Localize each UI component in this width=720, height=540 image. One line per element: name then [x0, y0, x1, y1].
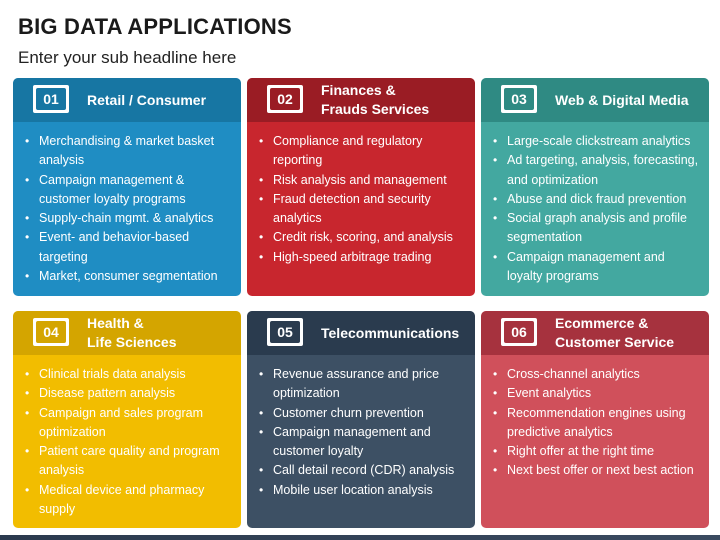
card-header: 01 Retail / Consumer [13, 78, 241, 122]
card-body: Compliance and regulatory reportingRisk … [247, 122, 475, 273]
card-body: Large-scale clickstream analyticsAd targ… [481, 122, 709, 292]
card-body: Clinical trials data analysisDisease pat… [13, 355, 241, 525]
bullet-item: Cross-channel analytics [491, 365, 701, 385]
page-subtitle: Enter your sub headline here [18, 48, 237, 67]
card-header: 06 Ecommerce &Customer Service [481, 311, 709, 355]
card-body: Revenue assurance and price optimization… [247, 355, 475, 506]
card-number: 01 [36, 88, 66, 110]
page-title: BIG DATA APPLICATIONS [18, 14, 292, 39]
bullet-item: Risk analysis and management [257, 171, 467, 191]
card-number: 05 [270, 321, 300, 343]
bullet-item: Next best offer or next best action [491, 461, 701, 481]
card-heading: Health &Life Sciences [87, 315, 177, 350]
bullet-list: Clinical trials data analysisDisease pat… [23, 365, 233, 519]
bullet-item: Social graph analysis and profile segmen… [491, 209, 701, 248]
bullet-item: Credit risk, scoring, and analysis [257, 228, 467, 248]
bottom-bar [0, 535, 720, 540]
card-number-badge: 02 [267, 85, 303, 113]
bullet-item: Patient care quality and program analysi… [23, 442, 233, 481]
bullet-item: Disease pattern analysis [23, 384, 233, 404]
card-header: 05 Telecommunications [247, 311, 475, 355]
card-heading: Ecommerce &Customer Service [555, 315, 675, 350]
bullet-item: Merchandising & market basket analysis [23, 132, 233, 171]
card-heading: Telecommunications [321, 324, 460, 341]
bullet-item: Mobile user location analysis [257, 481, 467, 501]
bullet-item: Right offer at the right time [491, 442, 701, 462]
card-number: 06 [504, 321, 534, 343]
card-number: 04 [36, 321, 66, 343]
bullet-item: Abuse and dick fraud prevention [491, 190, 701, 210]
card-number-badge: 01 [33, 85, 69, 113]
card-heading: Finances &Frauds Services [321, 82, 430, 117]
card-02: 02 Finances &Frauds ServicesCompliance an… [247, 78, 475, 296]
bullet-list: Compliance and regulatory reportingRisk … [257, 132, 467, 267]
bullet-item: Campaign and sales program optimization [23, 404, 233, 443]
card-03: 03 Web & Digital MediaLarge-scale clickst… [481, 78, 709, 296]
bullet-item: Call detail record (CDR) analysis [257, 461, 467, 481]
card-05: 05 TelecommunicationsRevenue assurance an… [247, 311, 475, 528]
card-header: 03 Web & Digital Media [481, 78, 709, 122]
bullet-list: Large-scale clickstream analyticsAd targ… [491, 132, 701, 286]
bullet-item: High-speed arbitrage trading [257, 248, 467, 268]
bullet-item: Recommendation engines using predictive … [491, 404, 701, 443]
card-number-badge: 04 [33, 318, 69, 346]
card-number: 03 [504, 88, 534, 110]
card-header: 04 Health &Life Sciences [13, 311, 241, 355]
card-number-badge: 05 [267, 318, 303, 346]
bullet-item: Customer churn prevention [257, 404, 467, 424]
card-header: 02 Finances &Frauds Services [247, 78, 475, 122]
card-body: Cross-channel analyticsEvent analyticsRe… [481, 355, 709, 487]
card-heading: Web & Digital Media [555, 91, 689, 108]
bullet-item: Event analytics [491, 384, 701, 404]
bullet-item: Medical device and pharmacy supply [23, 481, 233, 520]
bullet-item: Campaign management & customer loyalty p… [23, 171, 233, 210]
bullet-item: Supply-chain mgmt. & analytics [23, 209, 233, 229]
bullet-item: Revenue assurance and price optimization [257, 365, 467, 404]
card-body: Merchandising & market basket analysisCa… [13, 122, 241, 292]
card-heading: Retail / Consumer [87, 91, 207, 108]
bullet-item: Fraud detection and security analytics [257, 190, 467, 229]
card-number: 02 [270, 88, 300, 110]
bullet-item: Ad targeting, analysis, forecasting, and… [491, 151, 701, 190]
bullet-item: Campaign management and customer loyalty [257, 423, 467, 462]
card-number-badge: 06 [501, 318, 537, 346]
bullet-list: Merchandising & market basket analysisCa… [23, 132, 233, 287]
card-04: 04 Health &Life SciencesClinical trials d… [13, 311, 241, 528]
bullet-item: Campaign management and loyalty programs [491, 248, 701, 287]
card-number-badge: 03 [501, 85, 537, 113]
bullet-item: Compliance and regulatory reporting [257, 132, 467, 171]
bullet-list: Cross-channel analyticsEvent analyticsRe… [491, 365, 701, 481]
bullet-item: Large-scale clickstream analytics [491, 132, 701, 152]
bullet-item: Event- and behavior-based targeting [23, 228, 233, 267]
bullet-list: Revenue assurance and price optimization… [257, 365, 467, 500]
card-01: 01 Retail / ConsumerMerchandising & marke… [13, 78, 241, 296]
card-06: 06 Ecommerce &Customer ServiceCross-chann… [481, 311, 709, 528]
bullet-item: Market, consumer segmentation [23, 267, 233, 287]
bullet-item: Clinical trials data analysis [23, 365, 233, 385]
